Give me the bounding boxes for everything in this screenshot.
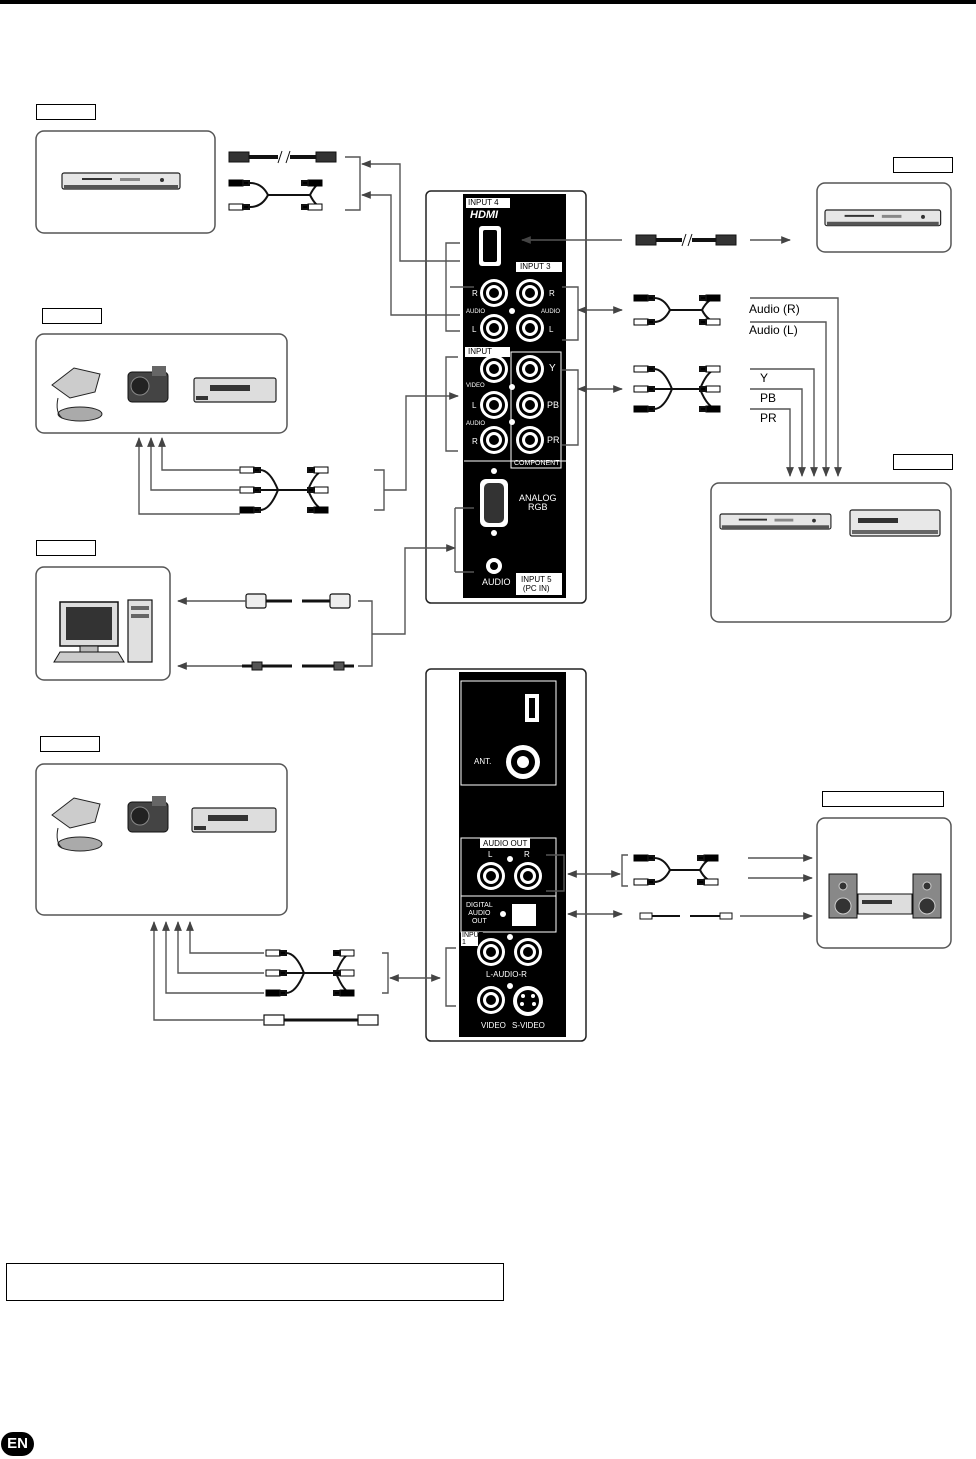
analog-rgb-label: ANALOG RGB [519, 493, 557, 512]
input1-video-label: VIDEO [481, 1021, 506, 1030]
device-box-hdmi-player-right [816, 182, 952, 253]
cable-composite-left [239, 466, 329, 514]
device-box-component-players [710, 482, 952, 623]
input2-audio-label: AUDIO [466, 421, 486, 427]
pr-label: PR [760, 411, 777, 425]
cable-av-bottom [265, 949, 355, 997]
input3-audio-label: AUDIO [541, 309, 561, 315]
cable-vga [245, 593, 351, 609]
device-box-game-camera-vcr [35, 333, 288, 434]
audio-l-label: Audio (L) [749, 323, 798, 337]
device-tag-av-source-2 [40, 736, 100, 752]
input3-label: INPUT 3 [520, 262, 551, 271]
top-rule [0, 0, 976, 4]
cable-optical [639, 912, 733, 920]
device-box-game-camera-vcr-2 [35, 763, 288, 916]
audio-out-label: AUDIO OUT [483, 839, 528, 848]
cable-audio-out [633, 854, 719, 886]
input4-label: INPUT 4 [468, 198, 499, 207]
device-tag-av-source [42, 308, 102, 324]
s-video-label: S-VIDEO [512, 1021, 545, 1030]
audio-out-l-label: L [488, 850, 493, 859]
cable-audio-right [633, 294, 721, 326]
component-y-label: Y [549, 363, 556, 374]
device-box-hdmi-player [35, 130, 216, 234]
tv-terminal-panel-top [425, 190, 587, 604]
pb-label: PB [760, 391, 777, 405]
y-label: Y [760, 371, 769, 385]
device-box-audio-system [816, 817, 952, 949]
cable-svideo [263, 1014, 379, 1026]
input4-r-label: R [472, 289, 478, 298]
input4-audio-label: AUDIO [466, 309, 486, 315]
device-tag-pc [36, 540, 96, 556]
input2-label: INPUT 2 [468, 347, 492, 365]
input2-video-label: VIDEO [466, 383, 485, 389]
connection-lines [135, 156, 842, 1021]
device-tag-hdmi-source [36, 104, 96, 120]
input5-label: INPUT 5 (PC IN) [521, 575, 552, 593]
device-tag-hdmi-source-right [893, 157, 953, 173]
component-pr-label: PR [547, 435, 560, 445]
l-audio-r-label: L-AUDIO-R [486, 970, 527, 979]
input4-l-label: L [472, 325, 477, 334]
input5-audio-label: AUDIO [482, 577, 511, 587]
ant-label: ANT. [474, 757, 492, 766]
hdmi-label: HDMI [470, 209, 499, 221]
cable-hdmi-right [635, 233, 737, 247]
cable-audio-left [228, 179, 323, 211]
device-box-pc [35, 566, 171, 681]
component-pb-label: PB [547, 400, 560, 410]
digital-audio-out-label: DIGITAL AUDIO OUT [466, 902, 493, 925]
note-box [6, 1263, 504, 1301]
cable-minijack [242, 661, 354, 671]
input3-r-label: R [549, 289, 555, 298]
component-label: COMPONENT [514, 460, 560, 467]
device-tag-audio-amplifier [822, 791, 944, 807]
cable-hdmi-left [228, 150, 337, 164]
input3-l-label: L [549, 325, 554, 334]
input2-r-label: R [472, 437, 478, 446]
audio-r-label: Audio (R) [749, 302, 800, 316]
input1-label: INPUT 1 [462, 932, 483, 946]
language-badge: EN [1, 1432, 34, 1456]
audio-out-r-label: R [524, 850, 530, 859]
input2-l-label: L [472, 401, 477, 410]
cable-component-right [633, 365, 721, 413]
device-tag-component-source [893, 454, 953, 470]
tv-terminal-panel-bottom [425, 668, 587, 1042]
